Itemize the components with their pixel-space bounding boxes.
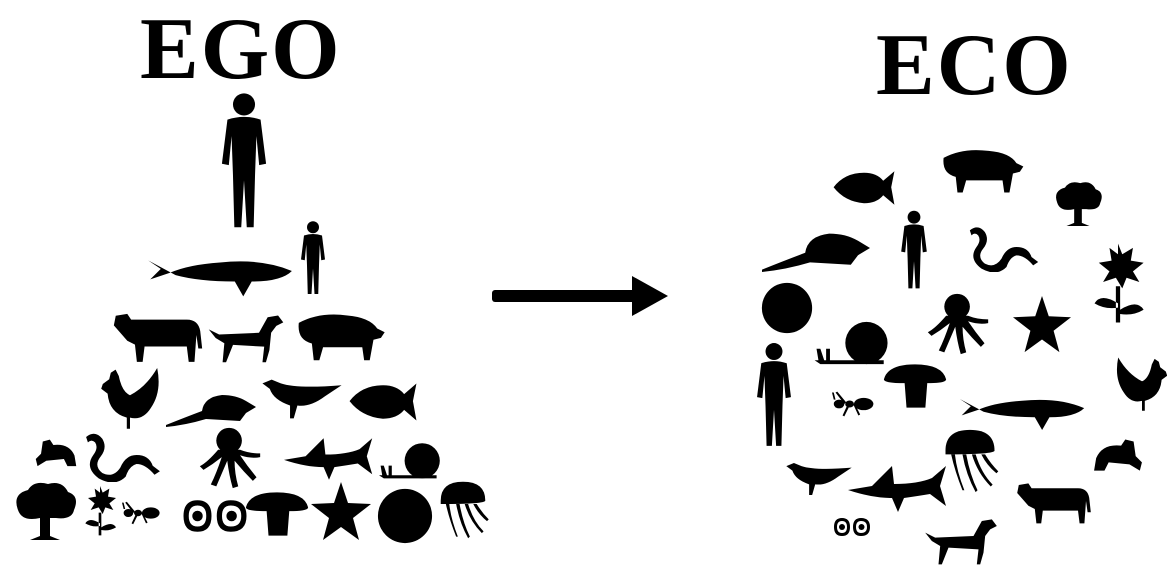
shark-icon	[284, 438, 373, 480]
jellyfish-icon	[945, 429, 999, 493]
ego-pyramid	[16, 93, 489, 544]
cow-icon	[1017, 483, 1091, 524]
human-icon	[757, 343, 791, 446]
human-icon	[221, 93, 267, 228]
pig-icon	[298, 314, 385, 361]
mushroom-icon	[245, 492, 309, 536]
flower-icon	[1094, 243, 1144, 323]
whale-icon	[959, 398, 1085, 431]
jellyfish-icon	[440, 481, 489, 539]
chicken-icon	[1116, 357, 1167, 411]
dog-icon	[208, 315, 284, 363]
bird-icon	[262, 379, 342, 419]
shark-icon	[848, 466, 946, 512]
eco-circle	[757, 150, 1167, 565]
snail-icon	[814, 321, 888, 365]
chicken-icon	[101, 368, 159, 429]
human-icon	[301, 221, 325, 294]
snake-icon	[969, 227, 1039, 272]
fish-icon	[833, 171, 895, 205]
starfish-icon	[311, 482, 371, 540]
ant-icon	[832, 391, 874, 417]
frog-icon	[35, 439, 77, 467]
frog-icon	[1094, 439, 1142, 471]
octopus-icon	[927, 293, 989, 355]
whale-icon	[148, 260, 292, 297]
snail-icon	[379, 443, 440, 479]
human-icon	[901, 210, 927, 289]
transition-arrow	[492, 276, 668, 316]
ego-title: EGO	[140, 1, 342, 98]
tree-icon	[1056, 182, 1102, 226]
rat-icon	[762, 233, 870, 272]
pig-icon	[943, 150, 1024, 193]
octopus-icon	[199, 427, 261, 489]
rock-icon	[761, 282, 813, 334]
ant-icon	[122, 501, 160, 525]
eco-title: ECO	[876, 17, 1073, 114]
snake-icon	[86, 433, 160, 482]
rock-icon	[377, 488, 433, 544]
fish-icon	[349, 383, 417, 421]
eggs-icon	[183, 500, 247, 532]
cow-icon	[113, 313, 203, 362]
bird-icon	[786, 463, 852, 495]
rat-icon	[166, 395, 256, 427]
tree-icon	[16, 482, 76, 540]
eggs-icon	[834, 518, 870, 536]
mushroom-icon	[883, 364, 947, 408]
dog-icon	[925, 519, 997, 565]
flower-icon	[85, 486, 116, 536]
starfish-icon	[1013, 296, 1071, 353]
